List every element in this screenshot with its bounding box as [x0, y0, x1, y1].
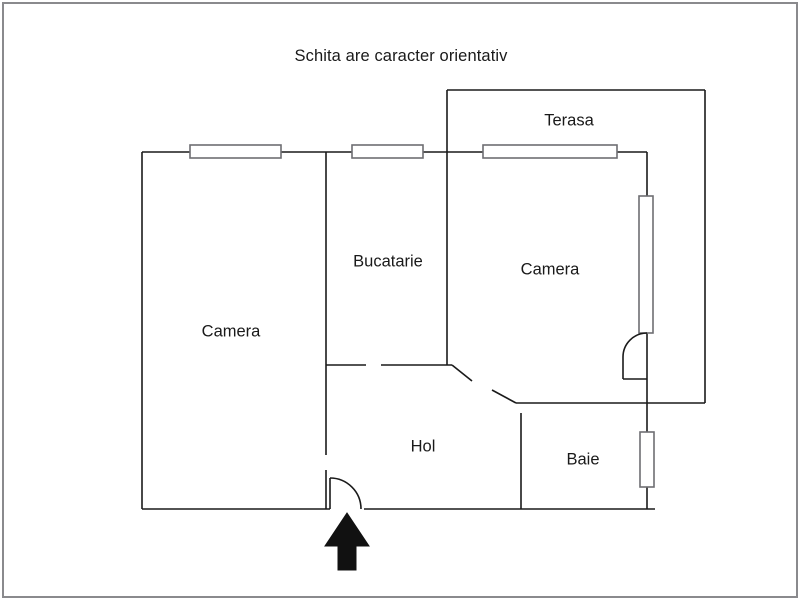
room-label-baie: Baie [566, 450, 600, 469]
wall-diagonal-upper [451, 364, 473, 382]
window-bucatarie [351, 144, 424, 159]
door-group [329, 332, 648, 510]
window-terasa [482, 144, 618, 159]
window-baie [639, 431, 655, 488]
wall-group-interior [325, 152, 647, 509]
wall-group-terrace [446, 89, 706, 404]
room-label-hol: Hol [410, 437, 436, 456]
page-title: Schita are caracter orientativ [294, 47, 508, 65]
door-entrance-arc [329, 477, 362, 510]
entrance-arrow-shape [324, 512, 370, 571]
door-camera-right-arc [622, 332, 648, 358]
window-camera-right [638, 195, 654, 334]
window-group [189, 144, 655, 488]
room-label-camera-left: Camera [201, 322, 261, 341]
room-label-bucatarie: Bucatarie [353, 252, 423, 271]
entrance-arrow [324, 512, 370, 571]
window-camera-left [189, 144, 282, 159]
room-label-camera-right: Camera [520, 260, 580, 279]
room-label-terasa: Terasa [544, 111, 594, 130]
wall-diagonal-lower [491, 389, 517, 404]
